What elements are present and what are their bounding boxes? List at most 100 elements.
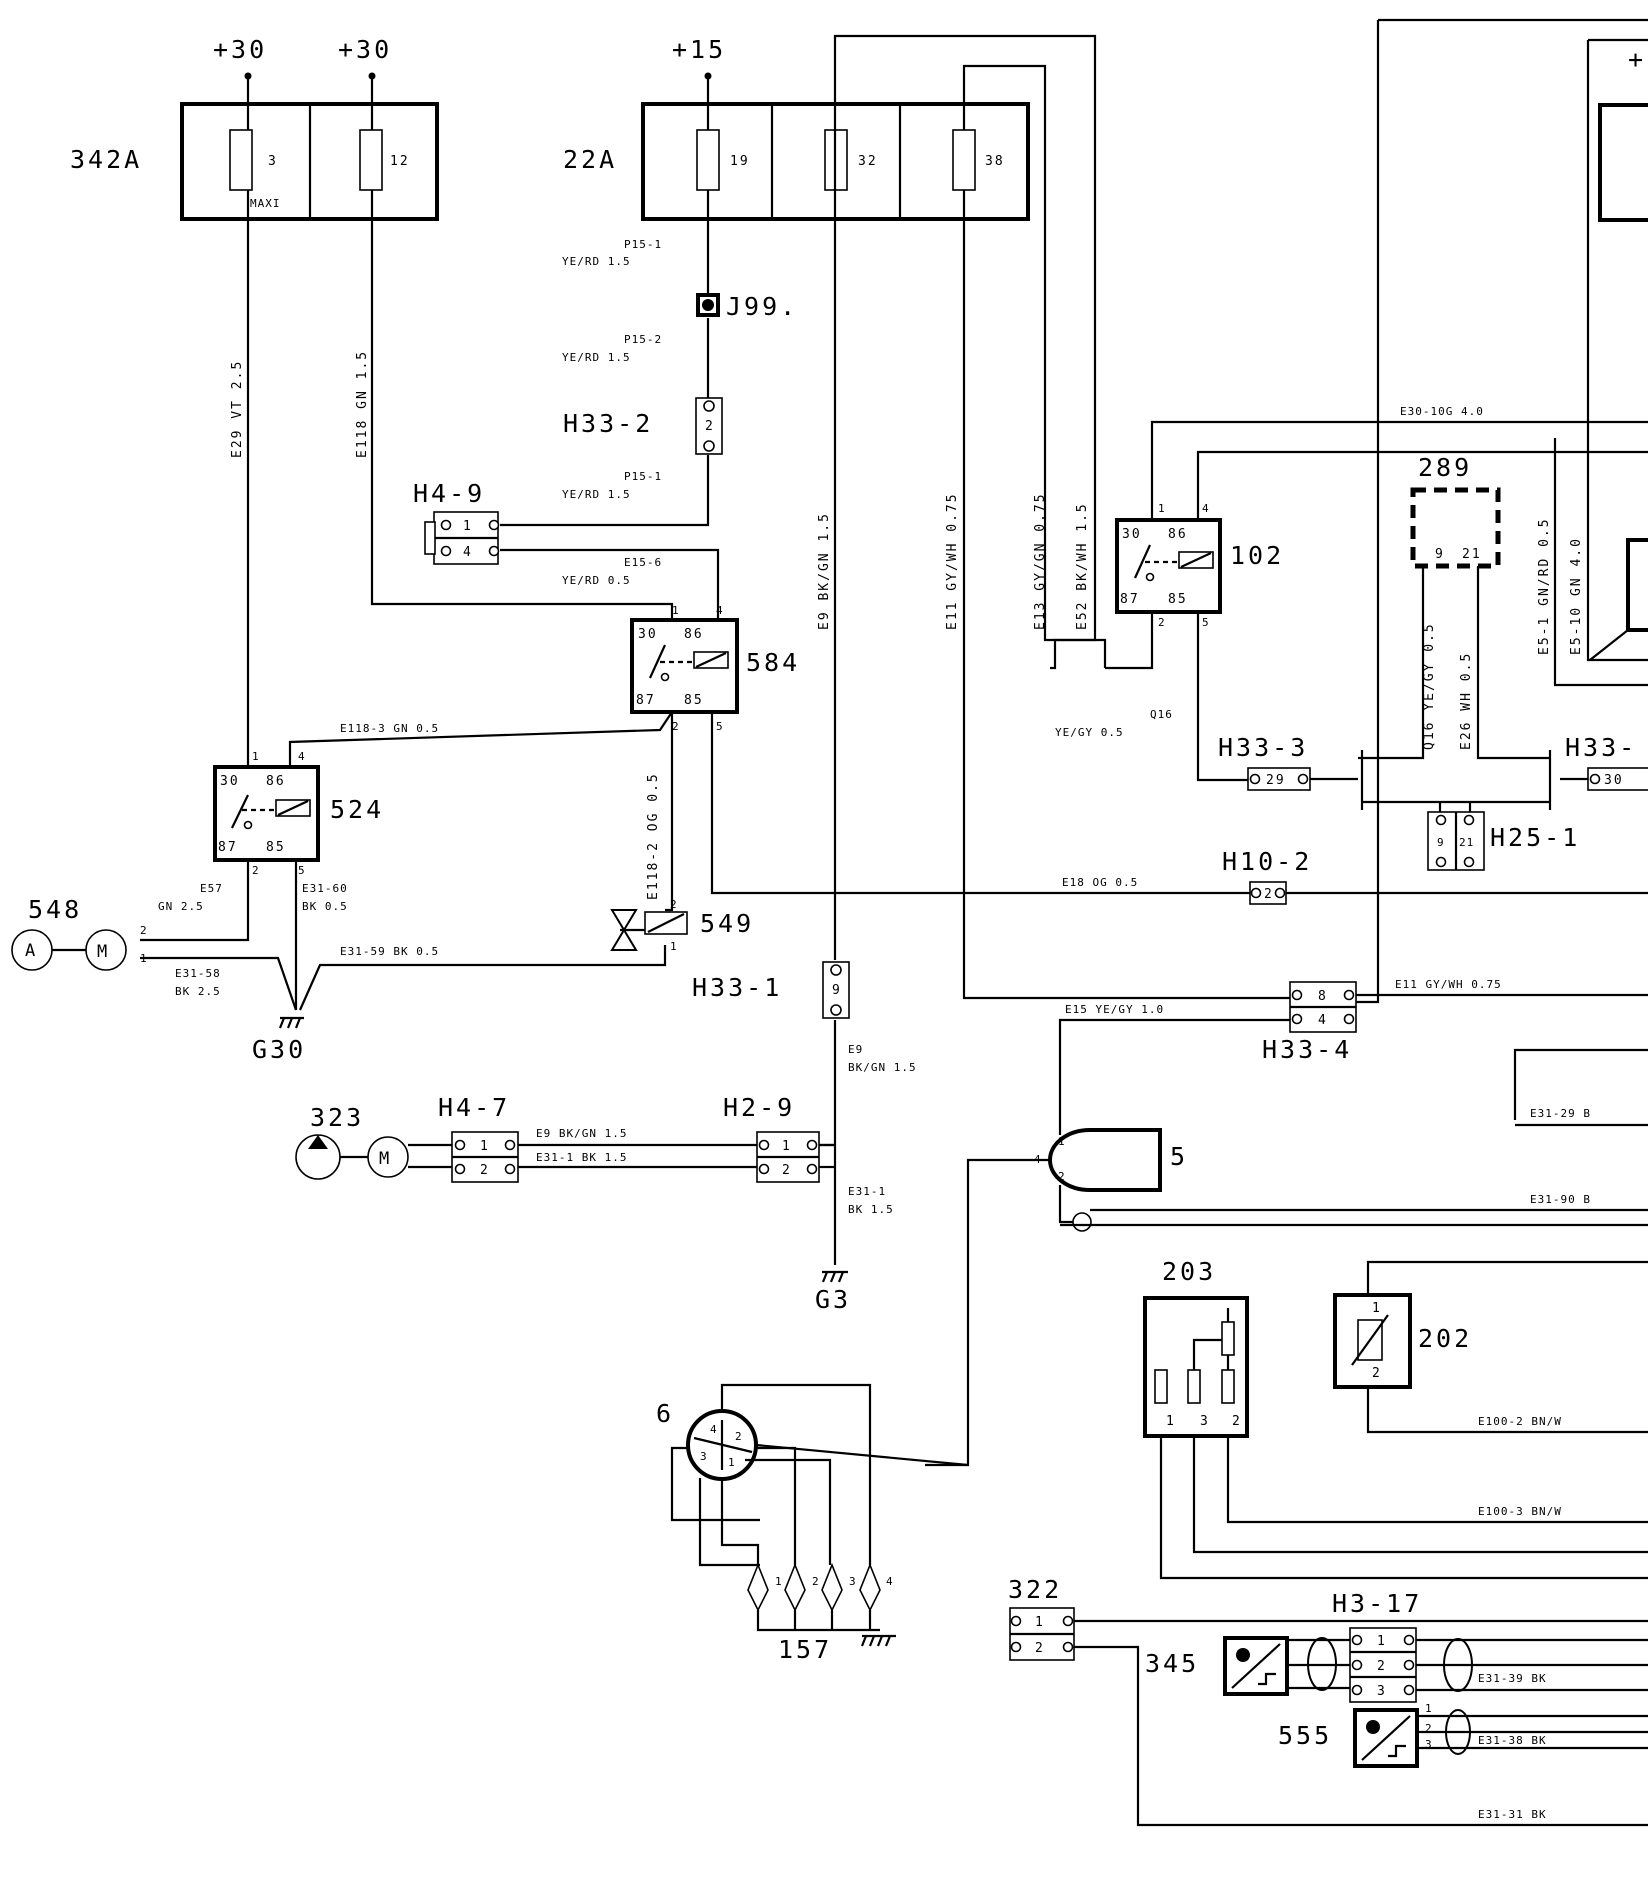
connector-pin: 1: [1035, 1615, 1045, 1630]
connector-h4-9: 1 4 H4-9: [413, 479, 500, 565]
wire-label: E29 VT 2.5: [230, 360, 245, 458]
wire-label: GN 2.5: [158, 900, 204, 913]
connector-h33-2: 2 H33-2: [563, 397, 723, 455]
splice-label: J99.: [726, 292, 798, 321]
component-pin: 2: [1058, 1170, 1066, 1183]
valve-549: 2 1 549: [610, 898, 751, 953]
relay-pin: 2: [1158, 616, 1166, 629]
connector-label: H25-1: [1490, 823, 1580, 852]
wire-label: E15 YE/GY 1.0: [1065, 1003, 1164, 1016]
component-pin: 1: [1166, 1414, 1176, 1429]
component-label: 289: [1418, 453, 1472, 482]
connector-pin: 9: [1437, 836, 1445, 849]
relay-pin: 5: [716, 720, 724, 733]
fuse-number: 38: [985, 154, 1005, 169]
wire-label: E31-58: [175, 967, 221, 980]
fuse-number: 32: [858, 154, 878, 169]
plug-number: 2: [812, 1575, 820, 1588]
wire-label: YE/GY 0.5: [1055, 726, 1124, 739]
component-5: 1 4 2 5: [1034, 1128, 1188, 1192]
fusebox-22a: 22A 19 32 38: [563, 102, 1030, 221]
relay-pin: 5: [1202, 616, 1210, 629]
wire-label: Q16 YE/GY 0.5: [1422, 622, 1437, 750]
ground-label: G30: [252, 1035, 306, 1064]
relay-terminal: 85: [684, 693, 704, 708]
wire-label: BK 2.5: [175, 985, 221, 998]
relay-terminal: 30: [220, 774, 240, 789]
sensor-202: 1 2 202: [1333, 1293, 1469, 1389]
component-pin: 21: [1462, 547, 1482, 562]
wire-label: E118 GN 1.5: [355, 350, 370, 458]
wire-label: E5-1 GN/RD 0.5: [1537, 517, 1552, 655]
plug-number: 3: [849, 1575, 857, 1588]
relay-terminal: 85: [266, 840, 286, 855]
connector-label: H10-2: [1222, 847, 1312, 876]
ground-label: G3: [815, 1285, 851, 1314]
connector-h3-17: 1 2 3 H3-17: [1332, 1589, 1419, 1703]
wire-label: YE/RD 1.5: [562, 351, 631, 364]
wire-label: E5-10 GN 4.0: [1569, 537, 1584, 655]
component-pin: 1: [1425, 1702, 1433, 1715]
connector-label: H33-: [1565, 733, 1637, 762]
component-pin: 3: [1200, 1414, 1210, 1429]
motor-symbol: M: [379, 1149, 391, 1169]
connector-pin: 3: [1377, 1684, 1387, 1699]
wire-label: E11 GY/WH 0.75: [945, 492, 960, 630]
fuse-number: 19: [730, 154, 750, 169]
connector-label: H33-3: [1218, 733, 1308, 762]
component-pin: 2: [1372, 1366, 1382, 1381]
component-label: 5: [1170, 1142, 1188, 1171]
wire-label: E26 WH 0.5: [1459, 652, 1474, 750]
component-label: 323: [310, 1103, 364, 1132]
relay-584: 30 86 87 85 1 4 2 5 584: [630, 604, 797, 733]
wire-label: E52 BK/WH 1.5: [1075, 502, 1090, 630]
component-pin: 2: [140, 924, 148, 937]
relay-pin: 1: [1158, 502, 1166, 515]
relay-pin: 4: [716, 604, 724, 617]
connector-322: 1 2 322: [1008, 1575, 1075, 1661]
distributor-pin: 2: [735, 1430, 743, 1443]
connector-label: H2-9: [723, 1093, 795, 1122]
relay-pin: 1: [252, 750, 260, 763]
connector-label: H4-9: [413, 479, 485, 508]
connector-h10-2: 2 H10-2: [1222, 847, 1312, 905]
wire-label: E31-38 BK: [1478, 1734, 1547, 1747]
component-label: 555: [1278, 1721, 1332, 1750]
component-pin: 9: [1435, 547, 1445, 562]
wire-label: E31-1 BK 1.5: [536, 1151, 627, 1164]
component-label: 548: [28, 895, 82, 924]
relay-terminal: 86: [684, 627, 704, 642]
connector-pin: 2: [705, 419, 715, 434]
fuse-note: MAXI: [250, 197, 281, 210]
wire-label: E9: [848, 1043, 863, 1056]
wire-label: E18 OG 0.5: [1062, 876, 1138, 889]
distributor-pin: 1: [728, 1456, 736, 1469]
pump-323: M 323: [295, 1103, 409, 1180]
wire-label: E15-6: [624, 556, 662, 569]
component-label: 322: [1008, 1575, 1062, 1604]
wire-label: P15-2: [624, 333, 662, 346]
connector-pin: 2: [782, 1163, 792, 1178]
wire-label: P15-1: [624, 470, 662, 483]
plug-number: 1: [775, 1575, 783, 1588]
wire-label: E118-2 OG 0.5: [646, 772, 661, 900]
connector-pin: 2: [480, 1163, 490, 1178]
wire-label: E30-10G 4.0: [1400, 405, 1484, 418]
relay-pin: 4: [298, 750, 306, 763]
fusebox-label: 342A: [70, 145, 142, 174]
wire-label: YE/RD 1.5: [562, 488, 631, 501]
wire-label: E31-31 BK: [1478, 1808, 1547, 1821]
connector-pin: 4: [1318, 1013, 1328, 1028]
motor-symbol: M: [97, 942, 109, 962]
relay-terminal: 87: [218, 840, 238, 855]
wire-label: BK 1.5: [848, 1203, 894, 1216]
component-203: 1 3 2 203: [1143, 1257, 1249, 1438]
wire-label: BK/GN 1.5: [848, 1061, 917, 1074]
distributor-pin: 3: [700, 1450, 708, 1463]
connector-pin: 4: [463, 545, 473, 560]
connector-h33-4: 8 4 H33-4: [1262, 981, 1357, 1064]
relay-terminal: 85: [1168, 592, 1188, 607]
distributor-pin: 4: [710, 1423, 718, 1436]
wire-label: E31-90 B: [1530, 1193, 1591, 1206]
wire-label: E31-1: [848, 1185, 886, 1198]
